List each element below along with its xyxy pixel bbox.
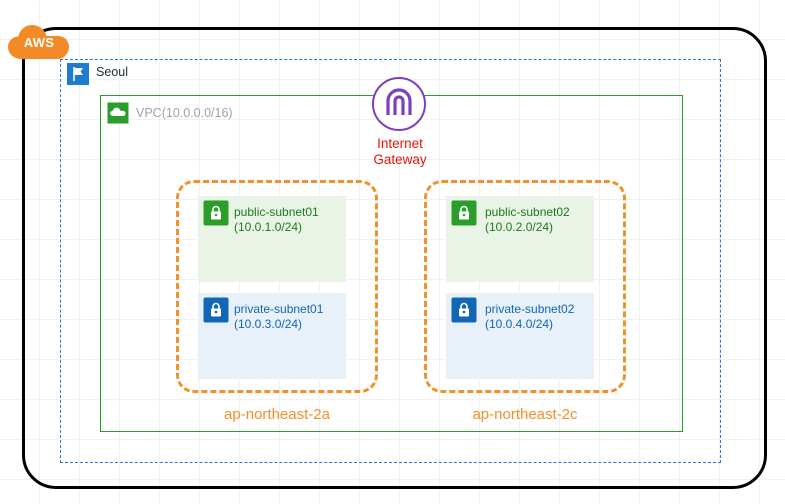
subnet-lock-icon [451,297,477,323]
subnet-name: public-subnet02 [485,205,570,219]
subnet-lock-icon [203,200,229,226]
subnet-name: private-subnet01 [234,302,324,316]
internet-gateway-label-line1: Internet [377,136,423,151]
availability-zone-c-label: ap-northeast-2c [472,406,578,423]
subnet-lock-icon [203,297,229,323]
subnet-private-subnet01-label: private-subnet01 (10.0.3.0/24) [234,302,323,332]
subnet-cidr: (10.0.4.0/24) [485,317,554,331]
subnet-public-subnet01-label: public-subnet01 (10.0.1.0/24) [234,205,319,235]
region-boundary [60,59,721,463]
aws-badge-label: AWS [23,34,55,50]
availability-zone-a-boundary [176,180,378,393]
subnet-lock-icon [451,200,477,226]
subnet-name: private-subnet02 [485,302,575,316]
aws-cloud-icon: AWS [8,22,70,60]
subnet-cidr: (10.0.3.0/24) [234,317,303,331]
availability-zone-a-label: ap-northeast-2a [224,406,330,423]
aws-cloud-boundary [22,27,767,489]
vpc-label: VPC(10.0.0.0/16) [136,106,233,120]
subnet-public-subnet02-label: public-subnet02 (10.0.2.0/24) [485,205,570,235]
subnet-private-subnet02-label: private-subnet02 (10.0.4.0/24) [485,302,574,332]
availability-zone-c-boundary [424,180,626,393]
internet-gateway-label: Internet Gateway [340,136,460,168]
subnet-name: public-subnet01 [234,205,319,219]
subnet-cidr: (10.0.1.0/24) [234,220,303,234]
region-flag-icon [66,62,90,86]
subnet-cidr: (10.0.2.0/24) [485,220,554,234]
region-label: Seoul [96,65,128,79]
internet-gateway-label-line2: Gateway [373,152,427,167]
internet-gateway-icon [371,76,427,132]
vpc-cloud-icon [107,102,129,124]
